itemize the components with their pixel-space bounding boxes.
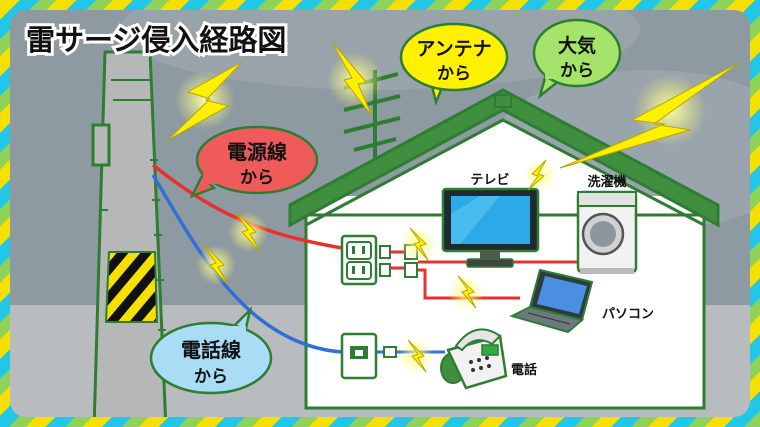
telephone-icon [440,328,508,390]
lightning-bolt-icon-jack [398,338,434,374]
bubble-atmosphere-line2: から [560,61,594,81]
phone-line-wire [151,174,343,354]
bubble-phone-line-line2: から [194,367,228,387]
bubble-antenna-line2: から [437,64,471,84]
utility-pole [91,50,168,417]
page-title: 雷サージ侵入経路図 [26,23,286,57]
lightning-bolt-icon-atmosphere [559,61,741,169]
bubble-antenna [399,22,509,106]
lightning-bolt-icon-pc-wire [448,274,484,310]
bubble-atmosphere-line1: 大気 [558,34,596,57]
device-label-washer: 洗濯機 [587,174,626,190]
lightning-bolt-icon-tv [524,159,556,191]
bubble-power-line-line2: から [240,168,274,188]
outlet-icon [340,234,418,286]
bubble-phone-line [149,306,273,395]
lightning-bolt-icon-phone-line [196,244,236,286]
bubble-phone-line-line1: 電話線 [181,338,241,362]
modular-jack-icon [340,332,397,380]
bubble-atmosphere [532,18,622,100]
device-label-tv: テレビ [470,172,509,188]
laptop-icon [509,268,594,334]
lightning-bolt-icon-sky [167,61,243,141]
tv-icon [441,187,540,268]
washer-icon [576,190,638,274]
lightning-bolt-icon-antenna [327,41,383,117]
bubble-power-line [189,125,319,199]
hazard-stripe-band [104,251,159,323]
bubble-antenna-line1: アンテナ [416,38,491,60]
roof [288,88,720,228]
lightning-bolt-icon-outlet [400,226,436,262]
bubble-power-line-line1: 電源線 [227,140,287,164]
lightning-bolt-icon-power-line [228,211,268,253]
device-label-phone: 電話 [511,362,537,378]
device-label-pc: パソコン [602,307,654,322]
